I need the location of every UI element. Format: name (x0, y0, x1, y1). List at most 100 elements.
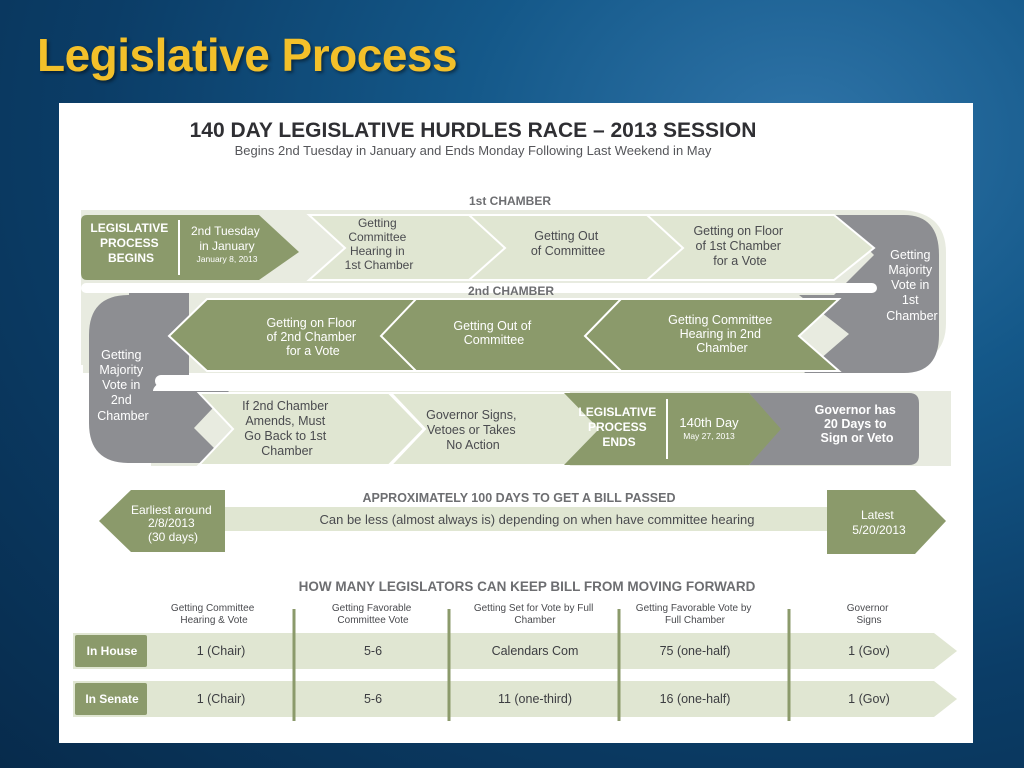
step-line: Hearing in 2nd (680, 327, 761, 341)
diagram-heading: 140 DAY LEGISLATIVE HURDLES RACE – 2013 … (190, 119, 757, 142)
step-line: for a Vote (713, 254, 767, 268)
column-header-line: Chamber (514, 615, 556, 626)
first-chamber-step-1: Getting Committee Hearing in 1st Chamber (345, 216, 414, 272)
step-line: Getting Committee (668, 313, 772, 327)
timeline-bar (224, 507, 834, 531)
timeline-note: Can be less (almost always is) depending… (319, 512, 754, 527)
start-label-line: PROCESS (100, 236, 159, 250)
blockers-column-header: Governor Signs (847, 603, 891, 626)
senate-value: 1 (Gov) (848, 692, 890, 706)
timeline-latest-arrow (827, 490, 946, 554)
earliest-line: (30 days) (148, 530, 198, 544)
first-chamber-start-block (81, 215, 299, 280)
turn-line: Vote in (102, 378, 140, 392)
latest-line: 5/20/2013 (852, 523, 906, 537)
end-label-line: LEGISLATIVE (578, 405, 656, 419)
end-label-line: ENDS (602, 435, 635, 449)
step-line: of 1st Chamber (696, 239, 781, 253)
latest-line: Latest (861, 508, 894, 522)
final-step-arrow (196, 392, 426, 466)
turn-line: Vote in (891, 278, 929, 292)
blockers-column-header: Getting Favorable Committee Vote (332, 603, 414, 626)
blockers-column-header: Getting Committee Hearing & Vote (171, 603, 257, 626)
earliest-line: 2/8/2013 (148, 516, 195, 530)
first-chamber-turn-label: Getting Majority Vote in 1st Chamber (886, 248, 937, 323)
first-chamber-step-3: Getting on Floor of 1st Chamber for a Vo… (693, 224, 786, 268)
column-header-line: Full Chamber (665, 615, 726, 626)
house-value: Calendars Com (492, 644, 579, 658)
timeline-earliest: Earliest around 2/8/2013 (30 days) (131, 503, 215, 544)
earliest-line: Earliest around (131, 503, 212, 517)
senate-value: 11 (one-third) (498, 692, 572, 706)
step-line: Committee (348, 230, 406, 244)
end-date: 140th Day (679, 415, 739, 430)
step-line: Getting on Floor (693, 224, 783, 238)
final-governor-block (749, 393, 919, 465)
column-header-line: Committee Vote (337, 615, 409, 626)
first-chamber-step-2: Getting Out of Committee (531, 229, 605, 258)
start-label-line: BEGINS (108, 251, 154, 265)
turn-line: Chamber (886, 309, 937, 323)
turn-line: Getting (101, 348, 141, 362)
blockers-column-header: Getting Set for Vote by Full Chamber (474, 603, 596, 626)
start-date-line: 2nd Tuesday (191, 224, 260, 238)
end-label-line: PROCESS (588, 420, 647, 434)
row-label-box (75, 683, 147, 715)
separator-second-final (155, 375, 951, 387)
blockers-column-header: Getting Favorable Vote by Full Chamber (636, 603, 754, 626)
turn-line: Getting (890, 248, 930, 262)
step-line: Getting Out of (453, 319, 531, 333)
row-label-senate: In Senate (85, 692, 139, 706)
start-label: LEGISLATIVE PROCESS BEGINS (90, 221, 171, 265)
column-header-line: Governor (847, 603, 889, 614)
turn-line: Majority (888, 263, 933, 277)
separator-first-second (81, 283, 877, 293)
step-line: Getting Out (534, 229, 598, 243)
senate-value: 16 (one-half) (660, 692, 731, 706)
column-header-line: Signs (856, 615, 881, 626)
column-header-line: Getting Favorable Vote by (636, 603, 752, 614)
start-label-line: LEGISLATIVE (90, 221, 168, 235)
house-value: 1 (Chair) (197, 644, 246, 658)
timeline-earliest-arrow (99, 490, 225, 552)
second-chamber-step-arrow (167, 298, 419, 372)
hurdles-diagram-panel: 140 DAY LEGISLATIVE HURDLES RACE – 2013 … (59, 103, 973, 743)
start-date-line: in January (199, 239, 254, 253)
slide-title: Legislative Process (37, 29, 458, 81)
final-line: Amends, Must (245, 414, 325, 428)
start-date: 2nd Tuesday in January (191, 224, 263, 253)
start-date-small: January 8, 2013 (197, 254, 258, 264)
house-value: 5-6 (364, 644, 382, 658)
final-line: No Action (446, 438, 500, 452)
step-line: Getting on Floor (266, 316, 356, 330)
step-line: of Committee (531, 244, 605, 258)
final-line: Vetoes or Takes (427, 423, 516, 437)
turn-line: Chamber (97, 409, 148, 423)
row-label-box (75, 635, 147, 667)
governor-line: Sign or Veto (821, 431, 894, 445)
step-line: Committee (464, 333, 524, 347)
first-chamber-step-arrow (644, 214, 876, 281)
timeline-latest: Latest 5/20/2013 (852, 508, 906, 537)
column-header-line: Getting Favorable (332, 603, 412, 614)
hurdles-diagram: 140 DAY LEGISLATIVE HURDLES RACE – 2013 … (73, 119, 957, 721)
step-line: Chamber (696, 341, 747, 355)
end-date-small: May 27, 2013 (683, 431, 735, 441)
house-value: 1 (Gov) (848, 644, 890, 658)
turn-line: 1st (902, 293, 919, 307)
end-label: LEGISLATIVE PROCESS ENDS (578, 405, 659, 449)
final-line: If 2nd Chamber (242, 399, 328, 413)
step-line: Hearing in (350, 244, 405, 258)
second-chamber-step-2: Getting Out of Committee (453, 319, 534, 347)
house-value: 75 (one-half) (660, 644, 731, 658)
final-line: Go Back to 1st (244, 429, 327, 443)
second-chamber-step-1: Getting Committee Hearing in 2nd Chamber (668, 313, 776, 355)
governor-line: Governor has (815, 403, 896, 417)
column-header-line: Getting Committee (171, 603, 255, 614)
second-chamber-turn-label: Getting Majority Vote in 2nd Chamber (97, 348, 148, 423)
step-line: Getting (358, 216, 397, 230)
first-chamber-label: 1st CHAMBER (469, 194, 551, 208)
senate-value: 5-6 (364, 692, 382, 706)
second-chamber-label: 2nd CHAMBER (468, 284, 554, 298)
turn-line: 2nd (111, 393, 132, 407)
